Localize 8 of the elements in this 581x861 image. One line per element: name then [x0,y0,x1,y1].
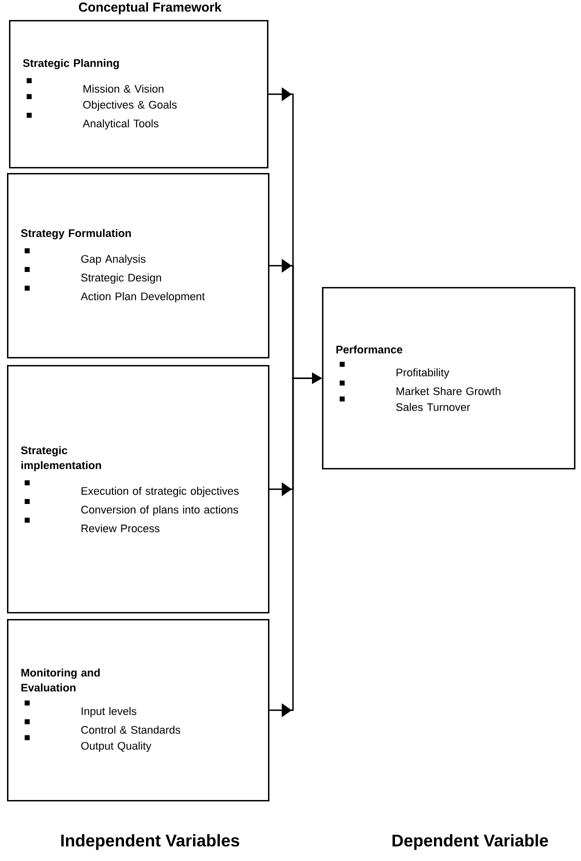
text-box: Strategic Planning Mission & Vision Objectives & Goals Analytical Tools [9,20,268,168]
section-label: Dependent Variable [392,834,548,850]
text-box: Strategic implementation Execution of strategic objectives Conversion of plans into actions Review Process [7,365,270,614]
section-label: Independent Variables [61,834,240,850]
text-box: Strategy Formulation Gap Analysis Strategic Design Action Plan Development [7,173,270,358]
text-box: Performance Profitability Market Share Growth Sales Turnover [322,287,576,470]
text-box: Monitoring and Evaluation Input levels Control & Standards Output Quality [7,619,270,802]
title: Conceptual Framework [78,2,222,14]
